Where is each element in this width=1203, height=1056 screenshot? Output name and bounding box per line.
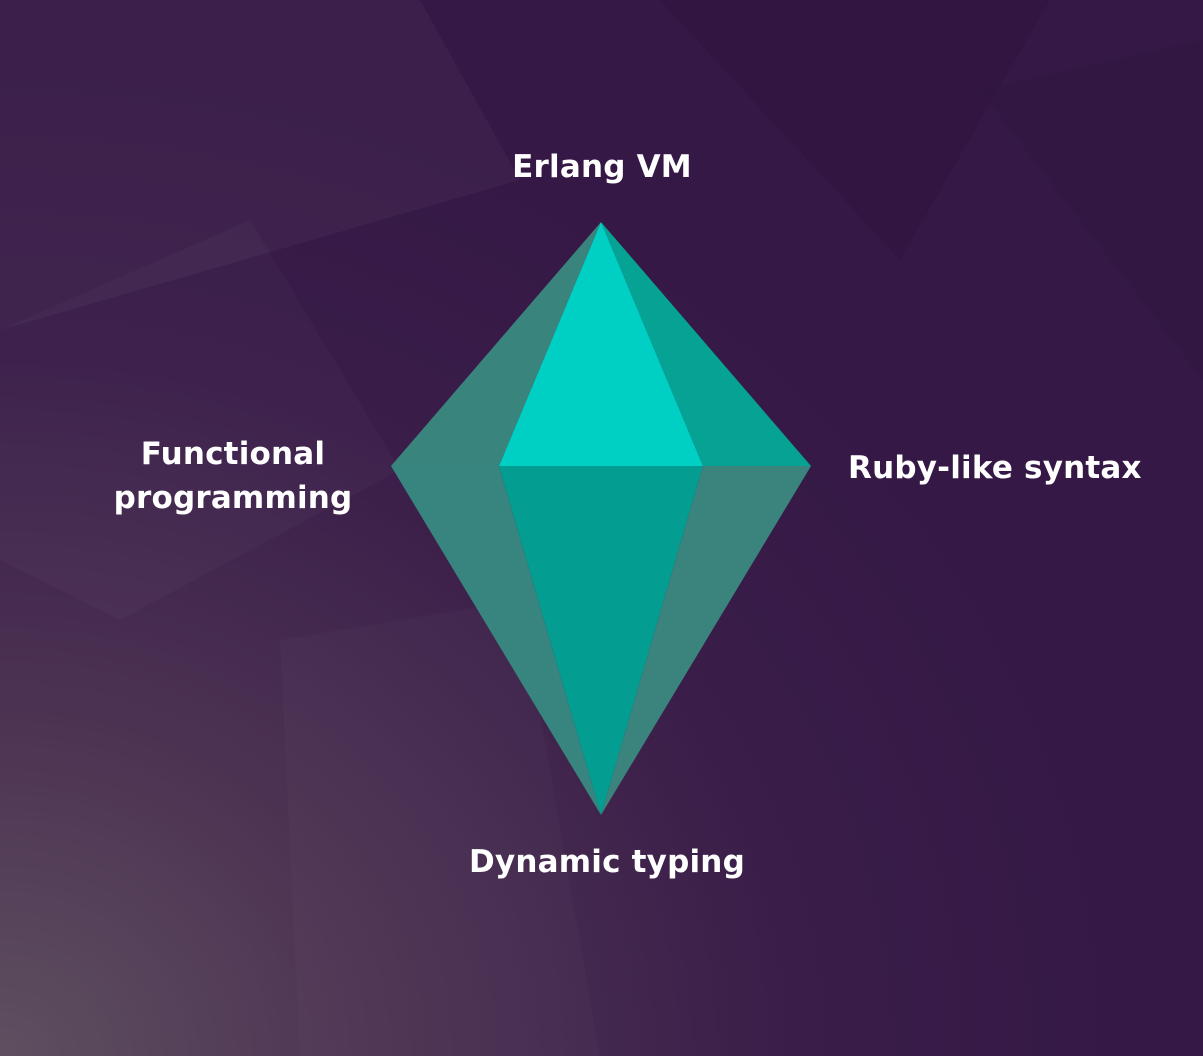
background-facet	[980, 40, 1203, 380]
background-facet	[660, 0, 1050, 260]
gem-facet-top-front	[499, 222, 703, 466]
label-line: programming	[113, 480, 353, 516]
label-erlang-vm: Erlang VM	[512, 149, 692, 185]
gem-facet-bottom-front	[499, 466, 703, 815]
gem-facet-bottom-left	[391, 466, 601, 815]
gem-diagram	[391, 222, 811, 815]
gem-facet-bottom-right	[601, 466, 811, 815]
label-ruby-like-syntax: Ruby-like syntax	[848, 450, 1142, 486]
gem-facet-top-right	[601, 222, 811, 466]
label-line: Functional	[140, 436, 326, 472]
label-dynamic-typing: Dynamic typing	[469, 844, 745, 880]
gem-facet-top-left	[391, 222, 601, 466]
label-functional-programming: Functional programming	[86, 432, 380, 520]
